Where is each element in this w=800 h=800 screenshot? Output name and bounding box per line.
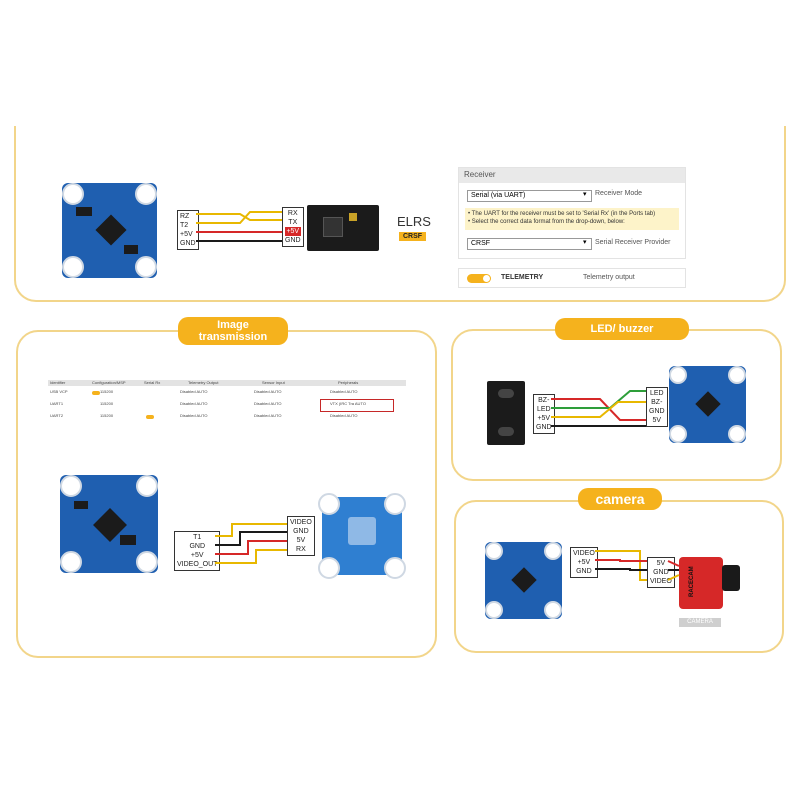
receiver-config-header: Receiver (459, 168, 685, 183)
camera-pin-label: 5V GND VIDEO (647, 557, 675, 588)
camera-module: RACECAM (679, 557, 723, 609)
elrs-receiver-module (307, 205, 379, 251)
table-row: UART2 115200 Disabled AUTO Disabled AUTO… (50, 413, 358, 418)
wire-red (215, 540, 287, 555)
vtx-module (318, 493, 406, 579)
led-buzzer-title: LED/ buzzer (555, 318, 689, 340)
provider-label: Serial Receiver Provider (595, 239, 671, 246)
wire-black (595, 568, 647, 571)
highlight-box (320, 399, 394, 412)
receiver-config-panel: Receiver Serial (via UART) ▾ Receiver Mo… (458, 167, 686, 259)
wire-red (595, 559, 647, 562)
wire-yellow (667, 574, 680, 581)
fc-pin-label-vtx: T1 GND +5V VIDEO_OUT (174, 531, 221, 571)
receiver-mode-label: Receiver Mode (595, 190, 643, 197)
table-row: USB VCP 115200 Disabled AUTO Disabled AU… (50, 389, 358, 394)
fc-pin-label-led: LED BZ- GND 5V (646, 387, 668, 427)
receiver-mode-select[interactable]: Serial (via UART) (467, 190, 592, 202)
wire-black (215, 531, 287, 546)
wire-yellow (215, 523, 287, 537)
ports-table: Identifier Configuration/MSP Serial Rx T… (48, 380, 406, 426)
chevron-down-icon: ▾ (583, 239, 587, 246)
telemetry-row: TELEMETRY Telemetry output (458, 268, 686, 288)
camera-caption: CAMERA (679, 618, 721, 627)
rx-pin-label-elrs: RX TX +5V GND (282, 207, 304, 247)
led-buzzer-module (487, 381, 525, 445)
flight-controller-board (669, 366, 746, 443)
wire-yellow (196, 213, 282, 221)
telemetry-label: TELEMETRY (501, 274, 544, 281)
wire-green (551, 390, 646, 409)
receiver-name: ELRS (397, 214, 431, 229)
image-transmission-title: Image transmission (178, 317, 288, 345)
led-module-pin-label: BZ- LED +5V GND (533, 394, 555, 434)
wire-red (667, 560, 680, 567)
telemetry-toggle[interactable] (467, 274, 491, 283)
provider-select[interactable]: CRSF (467, 238, 592, 250)
camera-title: camera (578, 488, 662, 510)
receiver-note: • The UART for the receiver must be set … (465, 208, 679, 230)
telemetry-desc: Telemetry output (583, 274, 635, 281)
camera-lens (722, 565, 740, 591)
flight-controller-board (62, 183, 157, 278)
receiver-badge: CRSF (399, 232, 427, 241)
wire-yellow (196, 211, 282, 224)
flight-controller-board (485, 542, 562, 619)
wire-yellow (595, 550, 647, 581)
flight-controller-board (60, 475, 158, 573)
ports-table-header: Identifier Configuration/MSP Serial Rx T… (48, 380, 406, 386)
wire-yellow (551, 401, 646, 418)
fc-pin-label-elrs: RZ T2 +5V GND (177, 210, 199, 250)
vtx-pin-label: VIDEO GND 5V RX (287, 516, 315, 556)
table-row: UART1 115200 Disabled AUTO Disabled AUTO… (50, 401, 366, 406)
wire-yellow (215, 549, 287, 564)
chevron-down-icon: ▾ (583, 191, 587, 198)
fc-pin-label-camera: VIDEO +5V GND (570, 547, 598, 578)
